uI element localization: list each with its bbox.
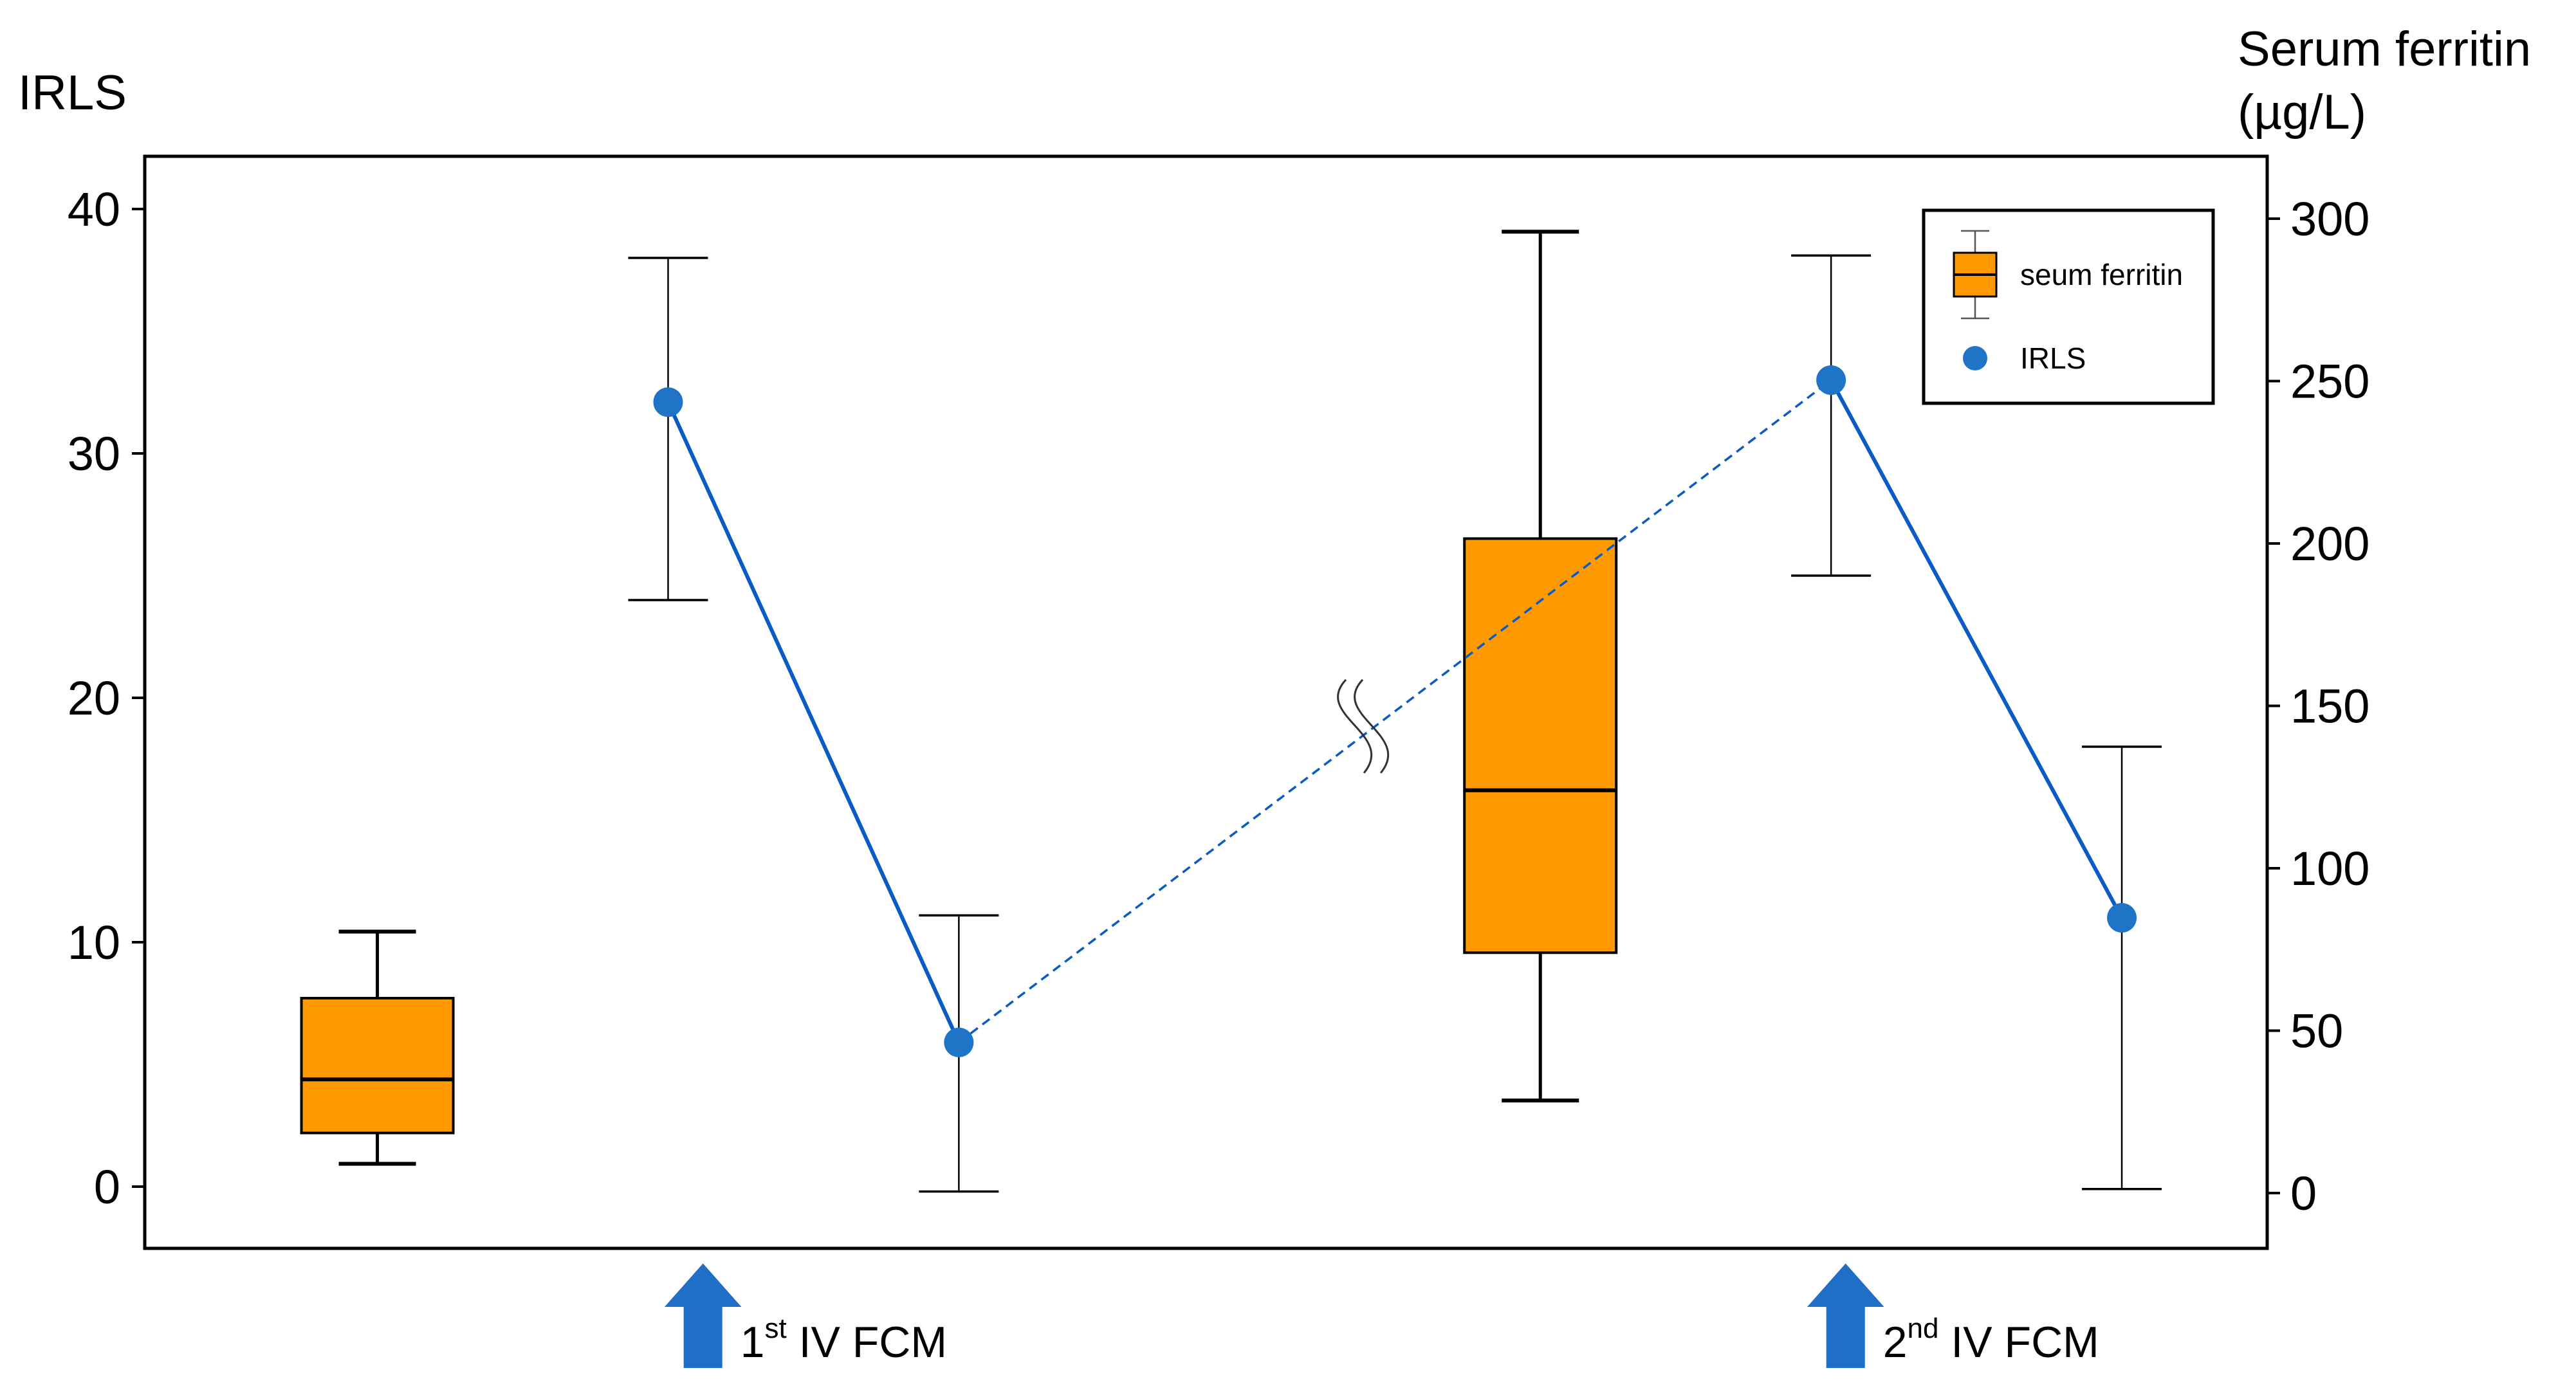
left-tick-label: 0 (94, 1160, 120, 1214)
right-tick-label: 250 (2290, 355, 2369, 408)
right-tick-label: 0 (2290, 1167, 2317, 1220)
plot-layer (300, 230, 2162, 1193)
annotation-label-sup: st (765, 1313, 787, 1344)
irls-line-dashed (958, 379, 1832, 1044)
left-tick-label: 20 (68, 671, 120, 725)
left-tick-label: 30 (68, 427, 120, 480)
right-tick-label: 150 (2290, 680, 2369, 733)
annotation-label: 1st IV FCM (741, 1313, 947, 1367)
legend-label-irls: IRLS (2020, 342, 2086, 375)
irls-line-solid (666, 401, 961, 1044)
legend-label-ferritin: seum ferritin (2020, 258, 2183, 291)
irls-point (944, 1027, 974, 1057)
right-tick-label: 200 (2290, 517, 2369, 570)
axis-layer: 0 10 20 30 40 0 50 100 150 200 250 300 (68, 183, 2370, 1220)
annotation-label-base: 2 (1883, 1318, 1908, 1367)
legend-box (1922, 208, 2215, 405)
plot-frame (143, 154, 2269, 1250)
right-tick-label: 50 (2290, 1005, 2343, 1058)
irls-point (1816, 365, 1846, 395)
irls-point (653, 387, 683, 417)
annotation-arrow-icon (1804, 1261, 1887, 1369)
box-body (300, 997, 455, 1135)
right-axis-label-line2: (µg/L) (2238, 85, 2366, 140)
legend-marker-irls (1963, 346, 1987, 370)
left-axis-label: IRLS (18, 66, 127, 120)
box-body (1463, 537, 1618, 954)
left-tick-label: 10 (68, 916, 120, 969)
annotation-label: 2nd IV FCM (1883, 1313, 2099, 1367)
irls-line-solid (1829, 379, 2124, 919)
left-tick-label: 40 (68, 183, 120, 236)
axis-break-mark (1354, 679, 1390, 774)
irls-point (2107, 903, 2137, 933)
annotation-label-rest: IV FCM (1939, 1318, 2099, 1367)
annotation-label-rest: IV FCM (787, 1318, 947, 1367)
axis-break-mark (1337, 679, 1373, 774)
right-axis-label-line1: Serum ferritin (2238, 22, 2531, 77)
annotation-label-sup: nd (1908, 1313, 1939, 1344)
annotation-arrow-icon (661, 1261, 744, 1369)
annotation-label-base: 1 (741, 1318, 765, 1367)
right-tick-label: 300 (2290, 192, 2369, 246)
right-tick-label: 100 (2290, 842, 2369, 895)
